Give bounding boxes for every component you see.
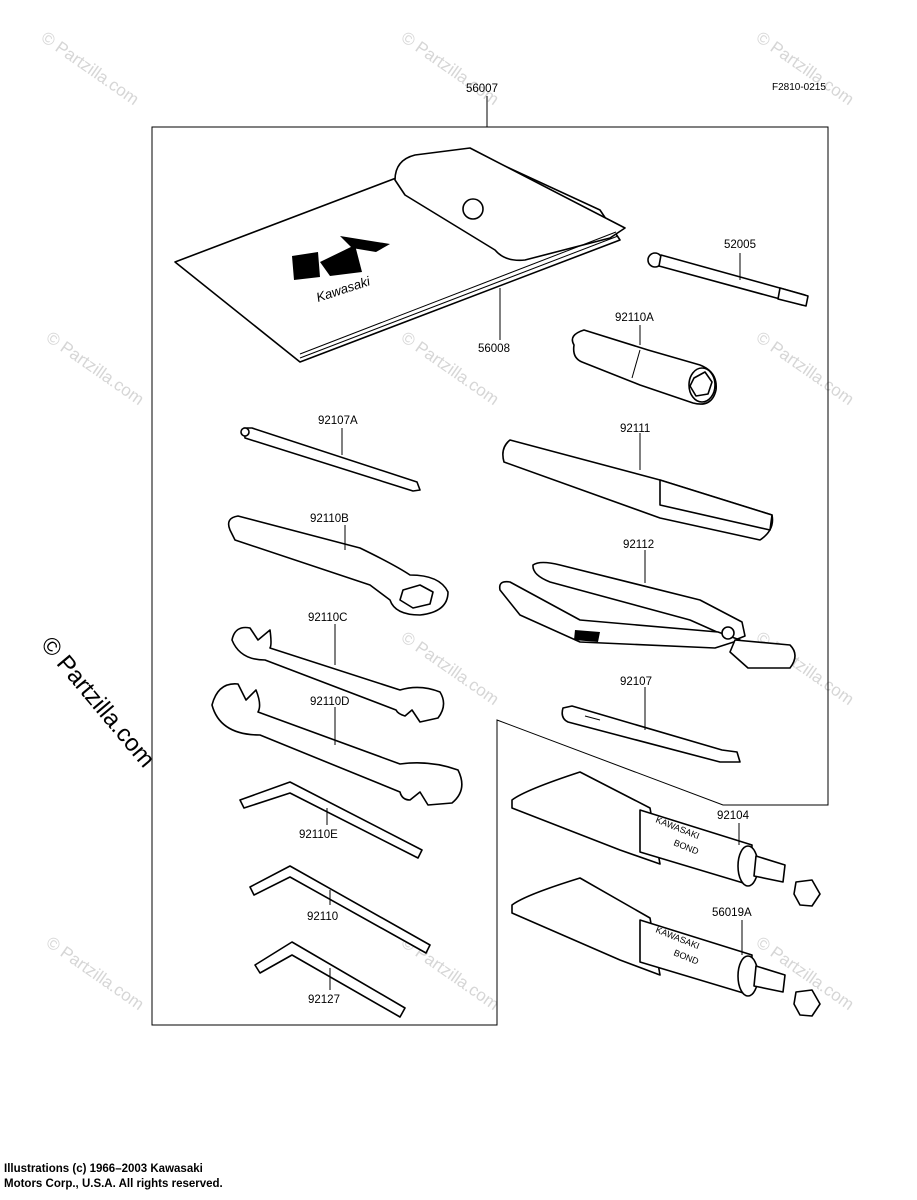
part-label-hex-key: 92110 — [307, 911, 338, 923]
part-label-open-wrench-d: 92110D — [310, 696, 349, 708]
reference-code: F2810-0215 — [772, 82, 826, 93]
part-label-pouch: 56008 — [478, 343, 510, 355]
part-label-plug-wrench-handle: 52005 — [724, 239, 756, 251]
kit-boundary — [151, 96, 829, 1026]
watermark: © Partzilla.com — [43, 933, 148, 1014]
part-label-hex-key-small: 92127 — [308, 994, 340, 1006]
hex-key-e — [239, 781, 423, 859]
screwdriver — [561, 705, 741, 763]
tool-pouch: Kawasaki — [174, 147, 626, 363]
watermark: © Partzilla.com — [38, 28, 143, 109]
part-label-box-wrench: 92110B — [310, 513, 349, 525]
part-label-plug-wrench: 92110A — [615, 312, 654, 324]
part-label-screwdriver-grip: 92111 — [620, 423, 650, 435]
part-label-open-wrench-c: 92110C — [308, 612, 347, 624]
part-label-hex-key-e: 92110E — [299, 829, 338, 841]
part-label-kit: 56007 — [466, 83, 498, 95]
box-wrench — [227, 515, 449, 616]
pliers — [498, 561, 796, 669]
part-label-screwdriver: 92107 — [620, 676, 652, 688]
open-wrench-c — [231, 626, 445, 723]
watermark: © Partzilla.com — [398, 328, 503, 409]
watermark: © Partzilla.com — [753, 28, 858, 109]
bond-tube-1: KAWASAKI BOND — [511, 771, 821, 907]
watermark-large: © Partzilla.com — [35, 632, 160, 773]
watermark: © Partzilla.com — [753, 328, 858, 409]
part-label-bond-tube-1: 92104 — [717, 810, 750, 822]
part-label-screwdriver-shaft: 92107A — [318, 415, 358, 427]
screwdriver-grip — [502, 439, 774, 541]
hex-key-small — [254, 941, 406, 1018]
copyright-line-2: Motors Corp., U.S.A. All rights reserved… — [4, 1178, 223, 1190]
spark-plug-wrench — [571, 329, 717, 405]
watermark: © Partzilla.com — [43, 328, 148, 409]
copyright-line-1: Illustrations (c) 1966–2003 Kawasaki — [4, 1163, 203, 1175]
copyright-footer: Illustrations (c) 1966–2003 Kawasaki Mot… — [4, 1162, 223, 1192]
bond-tube-2: KAWASAKI BOND — [511, 877, 821, 1017]
part-label-pliers: 92112 — [623, 539, 654, 551]
part-label-bond-tube-2: 56019A — [712, 907, 752, 919]
open-wrench-d — [211, 683, 463, 806]
screwdriver-shaft — [240, 427, 421, 492]
plug-wrench-handle — [647, 252, 809, 307]
hex-key — [249, 865, 431, 954]
